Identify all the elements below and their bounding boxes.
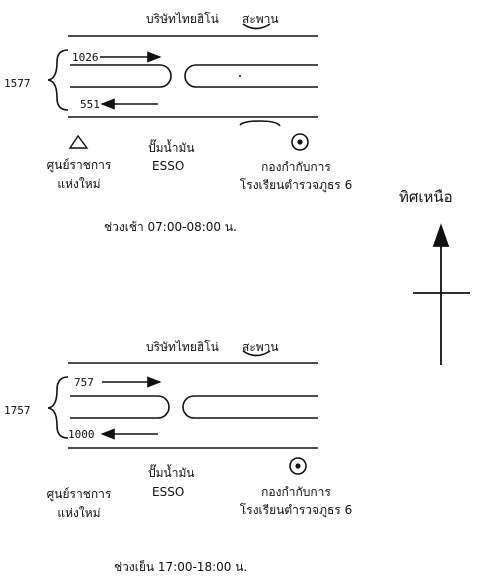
traffic-brace <box>47 49 69 111</box>
median-west <box>70 64 172 88</box>
median-west <box>70 395 170 419</box>
police-school-marker <box>291 133 309 151</box>
landmark-left: ศูนย์ราชการ <box>46 158 112 172</box>
north-label: ทิศเหนือ <box>399 188 453 206</box>
gas-brand-label: ESSO <box>152 485 185 499</box>
police-label-line1: กองกำกับการ <box>261 160 331 174</box>
flow-east-volume: 1026 <box>72 51 99 64</box>
bridge-mark <box>242 23 271 30</box>
government-center-triangle <box>68 134 89 149</box>
flow-east-volume: 757 <box>74 376 94 389</box>
flow-west-volume: 551 <box>80 98 100 111</box>
median-east <box>184 64 318 88</box>
panel-morning-lines <box>47 23 318 151</box>
police-label-line1: กองกำกับการ <box>261 485 331 499</box>
period-label: ช่วงเช้า 07:00-08:00 น. <box>104 220 237 234</box>
landmark-left-line2: แห่งใหม่ <box>57 506 101 520</box>
period-label: ช่วงเย็น 17:00-18:00 น. <box>114 560 248 574</box>
north-arrow <box>413 223 470 365</box>
gas-brand-label: ESSO <box>152 159 185 173</box>
bridge-mark <box>242 350 271 357</box>
company-label: บริษัทไทยฮิโน่ <box>146 340 219 354</box>
gas-station-label: ปั๊มน้ำมัน <box>148 466 195 480</box>
landmark-left-line2: แห่งใหม่ <box>57 177 101 191</box>
traffic-brace <box>47 376 69 439</box>
police-label-line2: โรงเรียนตำรวจภูธร 6 <box>239 178 353 192</box>
panel-evening-lines <box>47 350 318 475</box>
median-east <box>182 395 318 419</box>
bridge-label: สะพาน <box>242 12 279 26</box>
police-school-marker <box>289 457 307 475</box>
total-volume: 1757 <box>4 404 31 417</box>
flow-west-volume: 1000 <box>68 428 95 441</box>
landmark-left: ศูนย์ราชการ <box>46 487 112 501</box>
company-label: บริษัทไทยฮิโน่ <box>146 12 219 26</box>
entrance-mark <box>239 120 281 127</box>
police-label-line2: โรงเรียนตำรวจภูธร 6 <box>239 503 353 517</box>
total-volume: 1577 <box>4 77 31 90</box>
gas-station-label: ปั๊มน้ำมัน <box>148 141 195 155</box>
bridge-label: สะพาน <box>242 340 279 354</box>
